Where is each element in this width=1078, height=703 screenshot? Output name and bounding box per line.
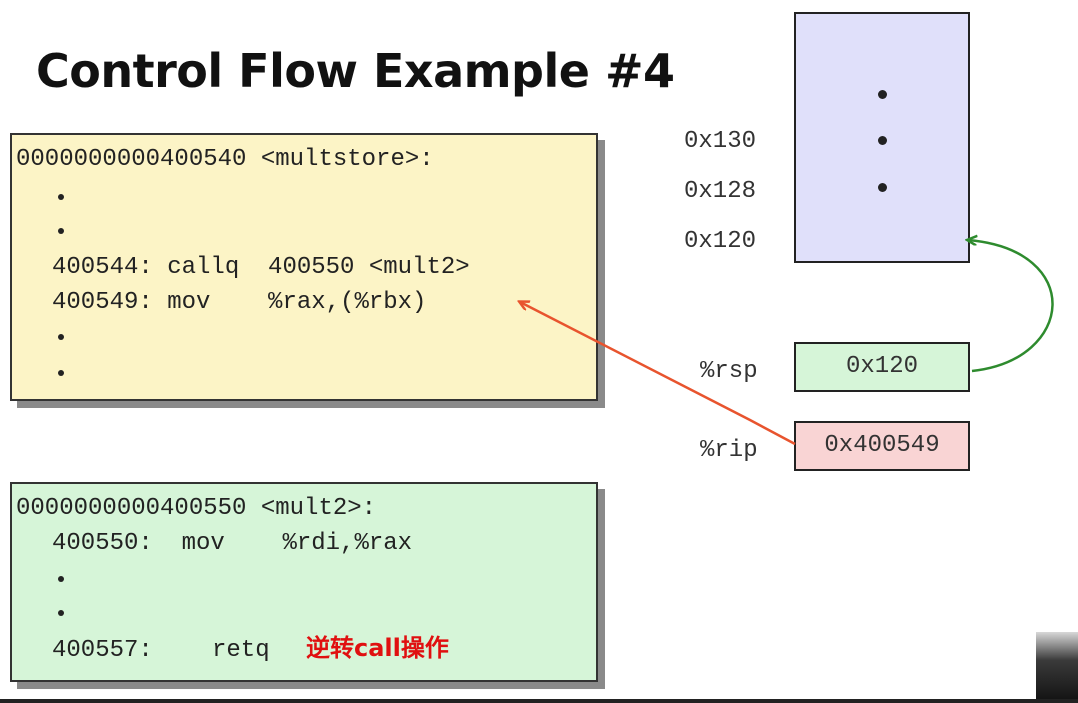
stack-address: 0x120 <box>684 228 757 255</box>
ellipsis-dot <box>58 370 64 376</box>
ellipsis-dot <box>58 228 64 234</box>
mult2-mov-instruction: 400550: mov %rdi,%rax <box>52 530 413 557</box>
stack-ellipsis-dot <box>878 183 887 192</box>
mov-instruction: 400549: mov %rax,(%rbx) <box>52 289 427 316</box>
mult2-code-box: 0000000000400550 <mult2>: 400550: mov %r… <box>10 482 598 682</box>
stack-address: 0x128 <box>684 178 757 205</box>
rsp-label: %rsp <box>700 358 758 385</box>
rsp-arrow <box>968 240 1054 373</box>
ellipsis-dot <box>58 194 64 200</box>
stack-ellipsis-dot <box>878 90 887 99</box>
bottom-border <box>0 699 1078 703</box>
mult2-header: 0000000000400550 <mult2>: <box>16 495 377 522</box>
callq-instruction: 400544: callq 400550 <mult2> <box>52 254 470 281</box>
stack-address: 0x130 <box>684 128 757 155</box>
rip-register: 0x400549 <box>794 421 970 471</box>
ellipsis-dot <box>58 334 64 340</box>
annotation-note: 逆转call操作 <box>306 634 449 662</box>
slide-title: Control Flow Example #4 <box>36 44 675 98</box>
retq-address: 400557: <box>52 637 153 664</box>
ellipsis-dot <box>58 576 64 582</box>
multstore-header: 0000000000400540 <multstore>: <box>16 146 434 173</box>
ellipsis-dot <box>58 610 64 616</box>
rip-arrow <box>520 302 796 446</box>
rip-label: %rip <box>700 437 758 464</box>
retq-opcode: retq <box>212 637 270 664</box>
stack-memory <box>794 12 970 263</box>
video-corner-overlay <box>1036 632 1078 703</box>
stack-ellipsis-dot <box>878 136 887 145</box>
rsp-register: 0x120 <box>794 342 970 392</box>
multstore-code-box: 0000000000400540 <multstore>: 400544: ca… <box>10 133 598 401</box>
